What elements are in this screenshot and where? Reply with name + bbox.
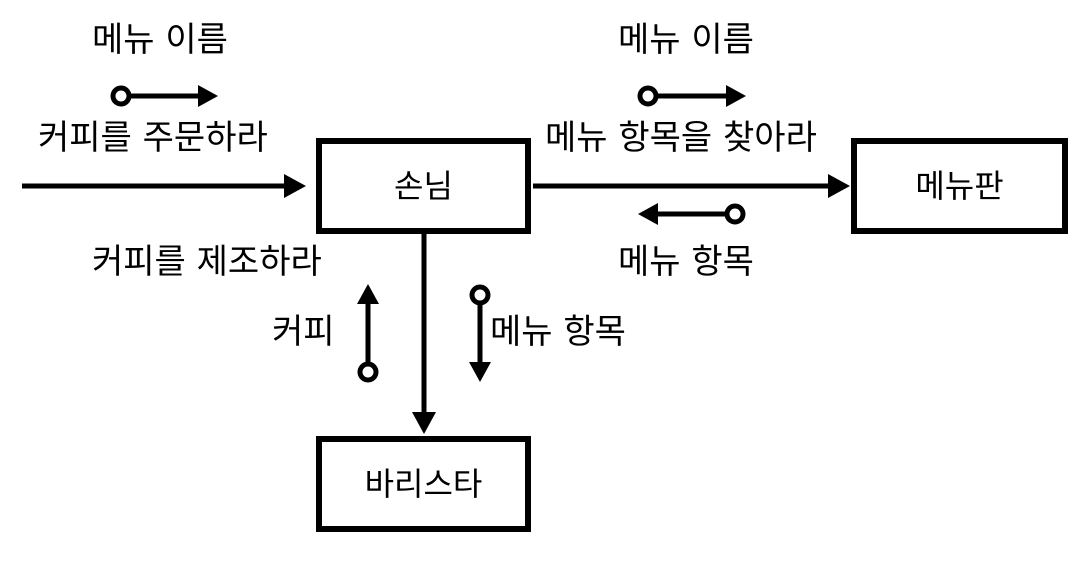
customer-box: 손님 [316,138,531,234]
param-flow-menu-item [469,284,491,382]
param-label-menu-name-right: 메뉴 이름 [618,20,754,60]
message-label-make-coffee: 커피를 제조하라 [92,242,322,282]
menu-board-box: 메뉴판 [851,138,1068,234]
param-flow-menu-name-left [110,85,218,107]
param-label-menu-item: 메뉴 항목 [490,312,626,352]
customer-to-menu-board-arrow [533,174,850,198]
param-label-menu-name-left: 메뉴 이름 [92,20,228,60]
return-label-menu-item: 메뉴 항목 [618,242,754,282]
barista-label: 바리스타 [364,465,483,503]
param-flow-menu-name-right [637,85,746,107]
return-flow-coffee [357,284,379,383]
incoming-message-arrow [22,174,306,198]
return-flow-menu-item [638,203,746,225]
barista-box: 바리스타 [316,436,531,532]
customer-to-barista-arrow [412,234,436,434]
message-label-find-menu-item: 메뉴 항목을 찾아라 [545,118,817,158]
customer-label: 손님 [394,167,453,205]
return-label-coffee: 커피 [272,312,335,352]
menu-board-label: 메뉴판 [915,167,1004,205]
message-label-order-coffee: 커피를 주문하라 [38,118,268,158]
